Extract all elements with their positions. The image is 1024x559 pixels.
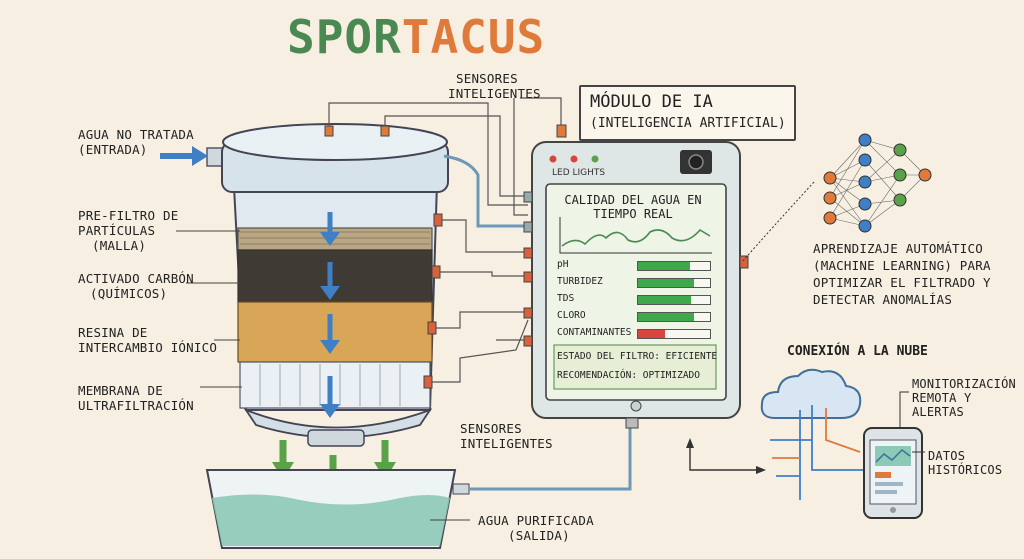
output-basin bbox=[205, 469, 470, 549]
ml-description: APRENDIZAJE AUTOMÁTICO (MACHINE LEARNING… bbox=[813, 241, 991, 307]
metric-bar bbox=[637, 278, 711, 288]
resin-layer bbox=[237, 301, 433, 363]
metric-bar bbox=[637, 261, 711, 271]
metric-label: pH bbox=[557, 259, 569, 270]
cloud-icon bbox=[760, 368, 862, 419]
data-flow-arrows bbox=[770, 405, 880, 500]
metric-label: CONTAMINANTES bbox=[557, 327, 632, 338]
filter-tank bbox=[221, 123, 449, 447]
led-lights-label: LED LIGHTS bbox=[552, 168, 606, 178]
brand-title-part1: SPOR bbox=[287, 10, 402, 64]
carbon-layer bbox=[237, 249, 433, 303]
flow-arrows bbox=[320, 212, 340, 418]
quality-trend-line bbox=[561, 228, 711, 247]
metric-bar-fill bbox=[638, 262, 690, 270]
recommendation: RECOMENDACIÓN: OPTIMIZADO bbox=[557, 370, 700, 381]
metric-bar-fill bbox=[638, 330, 666, 338]
metric-label: CLORO bbox=[557, 310, 586, 321]
brand-title: SPORTACUS bbox=[287, 10, 545, 64]
metric-bar-fill bbox=[638, 279, 695, 287]
phone-icon bbox=[863, 427, 923, 519]
label-resin: RESINA DE INTERCAMBIO IÓNICO bbox=[78, 325, 218, 355]
label-sensors-top: SENSORES INTELIGENTES bbox=[448, 71, 541, 101]
metric-bar-fill bbox=[638, 313, 695, 321]
ai-module-title: MÓDULO DE IA bbox=[590, 92, 713, 112]
label-prefilter: PRE-FILTRO DE PARTÍCULAS (MALLA) bbox=[78, 208, 179, 253]
screen-title: CALIDAD DEL AGUA EN TIEMPO REAL bbox=[564, 193, 702, 221]
metric-bar bbox=[637, 329, 711, 339]
neural-network-icon bbox=[823, 133, 932, 233]
metric-bar bbox=[637, 295, 711, 305]
ai-device bbox=[523, 141, 749, 429]
ai-module-box bbox=[579, 85, 796, 141]
metric-bar bbox=[637, 312, 711, 322]
ai-module-subtitle: (INTELIGENCIA ARTIFICIAL) bbox=[590, 116, 786, 131]
label-carbon: ACTIVADO CARBÓN (QUÍMICOS) bbox=[78, 271, 194, 301]
brand-title-part2: TACUS bbox=[401, 10, 546, 64]
label-output: AGUA PURIFICADA (SALIDA) bbox=[478, 513, 594, 543]
label-monitoring: MONITORIZACIÓN REMOTA Y ALERTAS bbox=[912, 377, 1016, 419]
metric-label: TDS bbox=[557, 293, 575, 304]
cloud-title: CONEXIÓN A LA NUBE bbox=[787, 344, 928, 359]
label-history: DATOS HISTÓRICOS bbox=[928, 449, 1003, 477]
metric-label: TURBIDEZ bbox=[557, 276, 603, 287]
filter-status: ESTADO DEL FILTRO: EFICIENTE bbox=[557, 351, 718, 362]
metric-bar-fill bbox=[638, 296, 692, 304]
label-membrane: MEMBRANA DE ULTRAFILTRACIÓN bbox=[78, 383, 194, 413]
membrane-layer bbox=[239, 361, 431, 409]
outlet-nozzle bbox=[307, 429, 365, 447]
pipes bbox=[443, 154, 632, 491]
label-input: AGUA NO TRATADA (ENTRADA) bbox=[78, 127, 194, 157]
label-sensors-bottom: SENSORES INTELIGENTES bbox=[460, 421, 553, 451]
sensor-wires bbox=[328, 97, 562, 383]
